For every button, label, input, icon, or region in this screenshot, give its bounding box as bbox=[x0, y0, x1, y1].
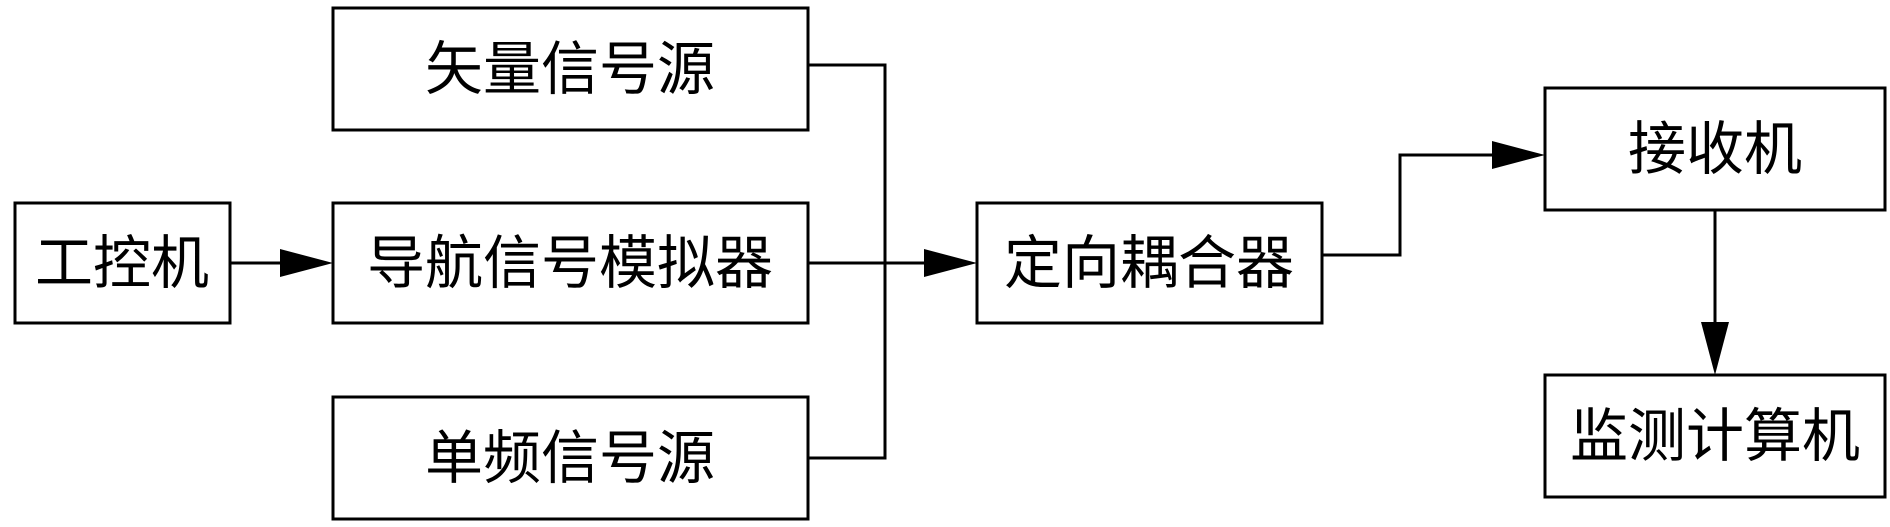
node-navigation-signal-simulator: 导航信号模拟器 bbox=[331, 201, 810, 325]
node-directional-coupler-label: 定向耦合器 bbox=[1004, 229, 1294, 297]
node-directional-coupler: 定向耦合器 bbox=[975, 201, 1324, 325]
edge-industrial-pc-to-navigation-simulator bbox=[230, 249, 333, 277]
node-vector-signal-source: 矢量信号源 bbox=[331, 6, 810, 132]
edge-coupler-to-receiver bbox=[1322, 141, 1545, 257]
node-receiver: 接收机 bbox=[1543, 86, 1887, 212]
node-monitoring-computer-label: 监测计算机 bbox=[1570, 402, 1860, 470]
node-navigation-signal-simulator-label: 导航信号模拟器 bbox=[367, 229, 773, 297]
edge-navigation-simulator-to-coupler bbox=[808, 249, 977, 277]
node-receiver-label: 接收机 bbox=[1628, 115, 1802, 183]
node-single-frequency-signal-source-label: 单频信号源 bbox=[425, 424, 715, 492]
edge-single-frequency-source-to-bus bbox=[808, 263, 887, 460]
edge-receiver-to-monitoring-computer bbox=[1701, 210, 1729, 375]
node-single-frequency-signal-source: 单频信号源 bbox=[331, 395, 810, 521]
node-monitoring-computer: 监测计算机 bbox=[1543, 373, 1887, 499]
node-industrial-pc-label: 工控机 bbox=[35, 229, 209, 297]
node-industrial-pc: 工控机 bbox=[13, 201, 232, 325]
node-vector-signal-source-label: 矢量信号源 bbox=[425, 35, 715, 103]
edge-vector-source-to-bus bbox=[808, 63, 887, 263]
